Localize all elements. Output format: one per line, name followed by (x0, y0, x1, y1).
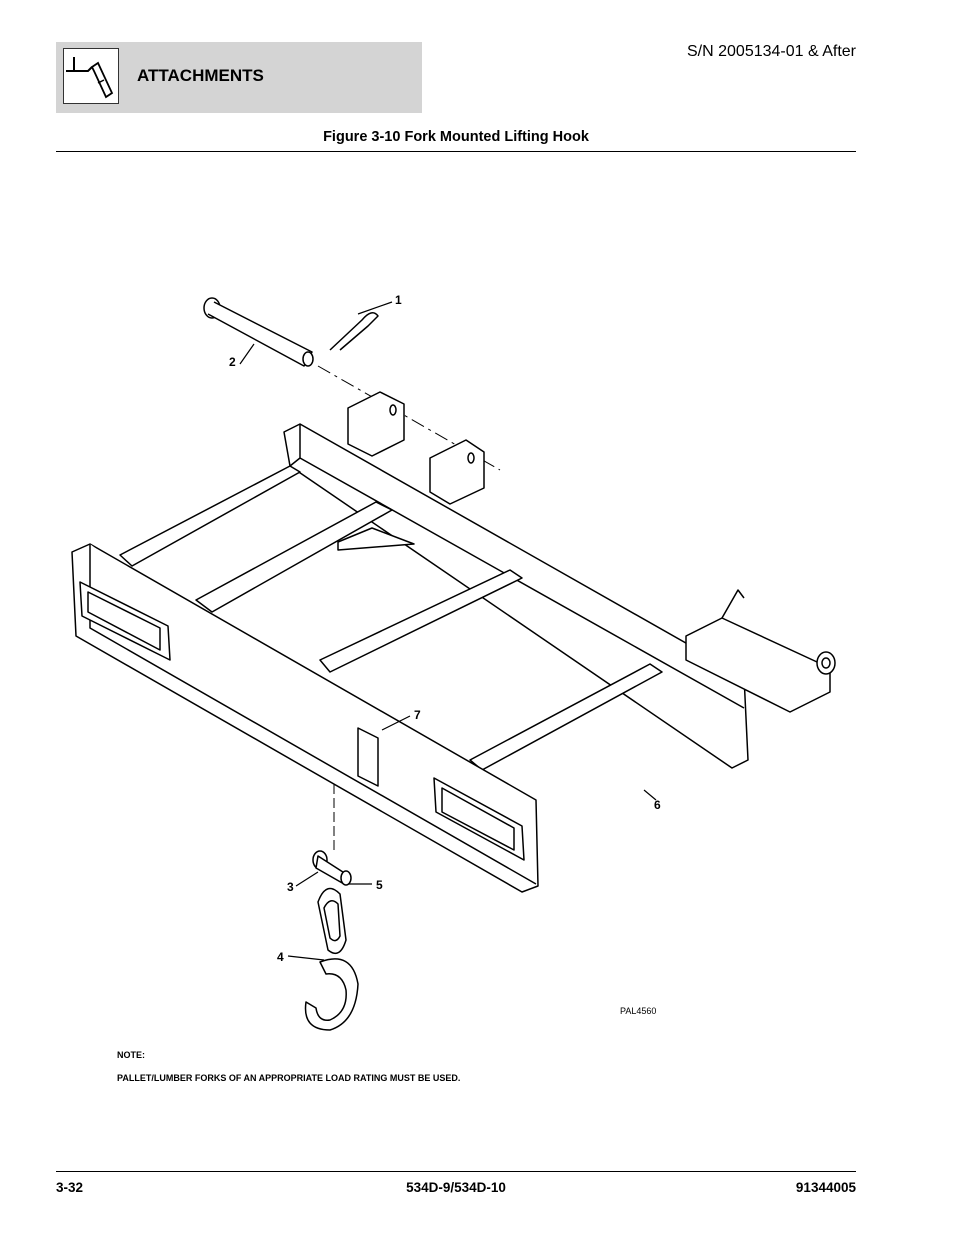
mounting-lug-left (347, 391, 405, 457)
header-rule (56, 151, 856, 152)
page-number: 3-32 (56, 1180, 84, 1195)
callout-1: 1 (395, 293, 402, 307)
manual-part-number: 91344005 (795, 1180, 856, 1195)
footer-rule (56, 1171, 856, 1172)
drawing-id: PAL4560 (620, 1006, 657, 1016)
decal-plate (357, 727, 379, 787)
serial-number-range: S/N 2005134-01 & After (687, 43, 856, 60)
section-title: ATTACHMENTS (137, 66, 264, 85)
figure-title: Figure 3-10 Fork Mounted Lifting Hook (323, 129, 589, 145)
attachment-hook-icon (63, 48, 119, 104)
callout-3: 3 (287, 880, 294, 894)
mounting-lug-right (429, 439, 485, 505)
callout-4: 4 (277, 950, 284, 964)
callout-2: 2 (229, 355, 236, 369)
pin-part (203, 297, 314, 367)
callout-7: 7 (414, 708, 421, 722)
note-label: NOTE: (117, 1050, 145, 1060)
callout-6: 6 (654, 798, 661, 812)
swivel-hook-assembly (304, 850, 359, 1031)
note-text: PALLET/LUMBER FORKS OF AN APPROPRIATE LO… (117, 1073, 461, 1083)
hitch-pin-clip (329, 312, 379, 351)
callout-5: 5 (376, 878, 383, 892)
model-number: 534D-9/534D-10 (406, 1180, 506, 1195)
